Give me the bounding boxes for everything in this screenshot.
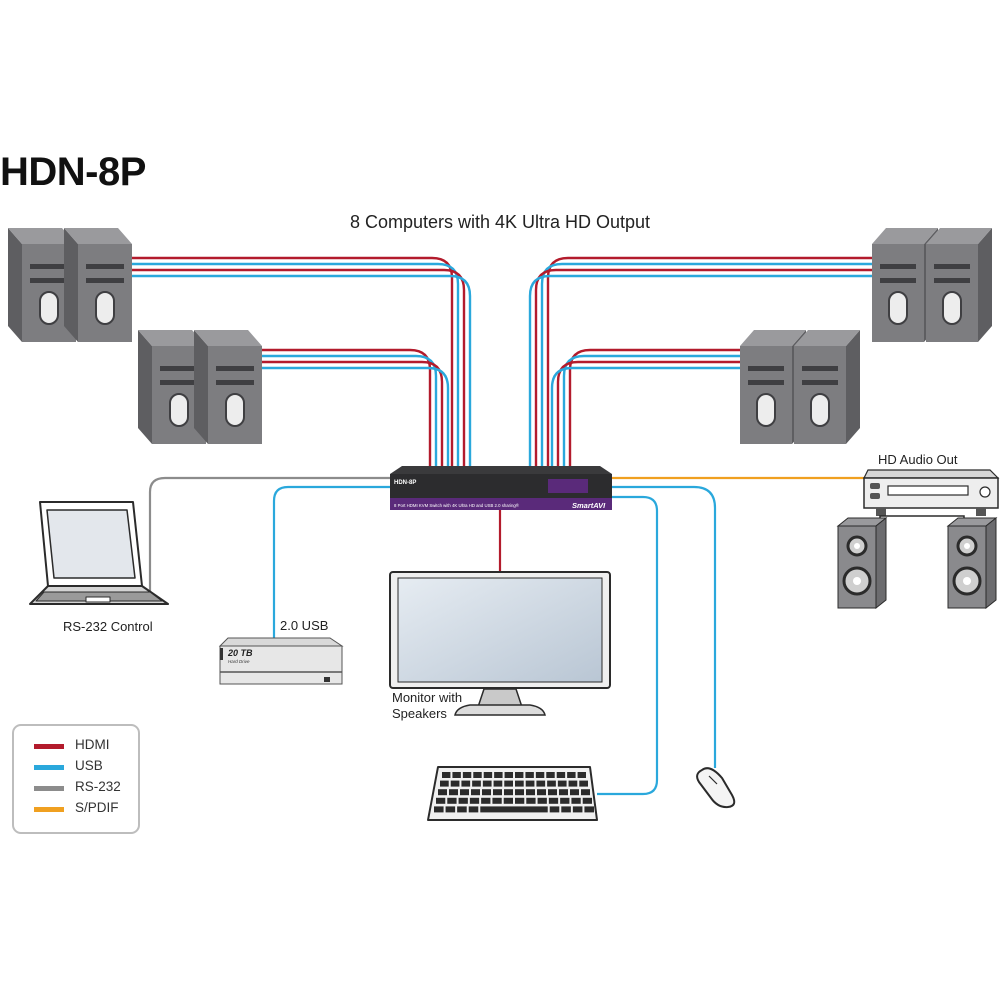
computer-cable-bundles	[132, 256, 872, 466]
cable-bundle-top-left	[132, 256, 472, 466]
cable-wire	[132, 268, 466, 466]
speaker-left	[836, 516, 888, 610]
kvm-switch: HDN-8P 8 Port HDMI KVM Switch with 4K Ul…	[390, 466, 612, 510]
peripheral-cables	[148, 476, 864, 796]
legend: HDMI USB RS-232 S/PDIF	[12, 724, 140, 834]
computer-8	[926, 228, 992, 342]
cable-wire	[262, 348, 432, 466]
computer-2	[64, 228, 132, 342]
drive-capacity: 20 TB	[227, 648, 253, 658]
diagram-subtitle: 8 Computers with 4K Ultra HD Output	[349, 212, 651, 232]
legend-swatch-usb	[34, 765, 64, 770]
keyboard	[427, 766, 598, 821]
legend-swatch-rs232	[34, 786, 64, 791]
usb-mouse-cable	[612, 485, 717, 768]
hard-drive: 20 TB Hard Drive	[218, 637, 344, 685]
cable-wire	[262, 360, 444, 466]
cable-bundle-mid-left	[262, 348, 450, 466]
legend-label: RS-232	[75, 779, 121, 794]
switch-model: HDN-8P	[394, 480, 416, 486]
speakers	[836, 516, 998, 610]
cable-wire	[132, 262, 460, 466]
cable-wire	[556, 360, 740, 466]
cable-wire	[262, 366, 450, 466]
legend-label: USB	[75, 758, 103, 773]
audio-receiver	[863, 469, 1000, 522]
monitor-label-line2: Speakers	[392, 706, 447, 721]
laptop	[29, 501, 169, 605]
monitor	[389, 571, 611, 716]
computer-7	[872, 228, 938, 342]
mouse	[696, 767, 736, 809]
speaker-right	[946, 516, 998, 610]
hd-audio-out-label: HD Audio Out	[878, 452, 958, 467]
legend-swatch-spdif	[34, 807, 64, 812]
cable-wire	[534, 268, 872, 466]
cable-wire	[132, 256, 454, 466]
cable-wire	[262, 354, 438, 466]
computers	[8, 228, 992, 444]
cable-wire	[562, 354, 740, 466]
usb-label: 2.0 USB	[280, 618, 329, 633]
cable-wire	[550, 366, 740, 466]
cable-wire	[540, 262, 872, 466]
page-title: HDN-8P	[0, 150, 146, 194]
cable-bundle-top-right	[528, 256, 872, 466]
cable-wire	[132, 274, 472, 466]
legend-label: HDMI	[75, 737, 110, 752]
cable-bundle-mid-right	[550, 348, 740, 466]
rs232-cable	[148, 476, 390, 600]
legend-label: S/PDIF	[75, 800, 119, 815]
switch-caption: 8 Port HDMI KVM Switch with 4K Ultra HD …	[394, 503, 520, 508]
cable-wire	[546, 256, 872, 466]
usb-drive-cable	[272, 485, 390, 640]
cable-wire	[528, 274, 872, 466]
computer-1	[8, 228, 76, 342]
computer-4	[194, 330, 262, 444]
cable-wire	[568, 348, 740, 466]
legend-swatch-hdmi	[34, 744, 64, 749]
monitor-label-line1: Monitor with	[392, 690, 463, 705]
rs232-control-label: RS-232 Control	[63, 619, 153, 634]
drive-type: Hard Drive	[228, 659, 250, 664]
computer-6	[794, 330, 860, 444]
usb-keyboard-cable	[597, 495, 659, 796]
switch-brand: SmartAVI	[572, 501, 606, 510]
